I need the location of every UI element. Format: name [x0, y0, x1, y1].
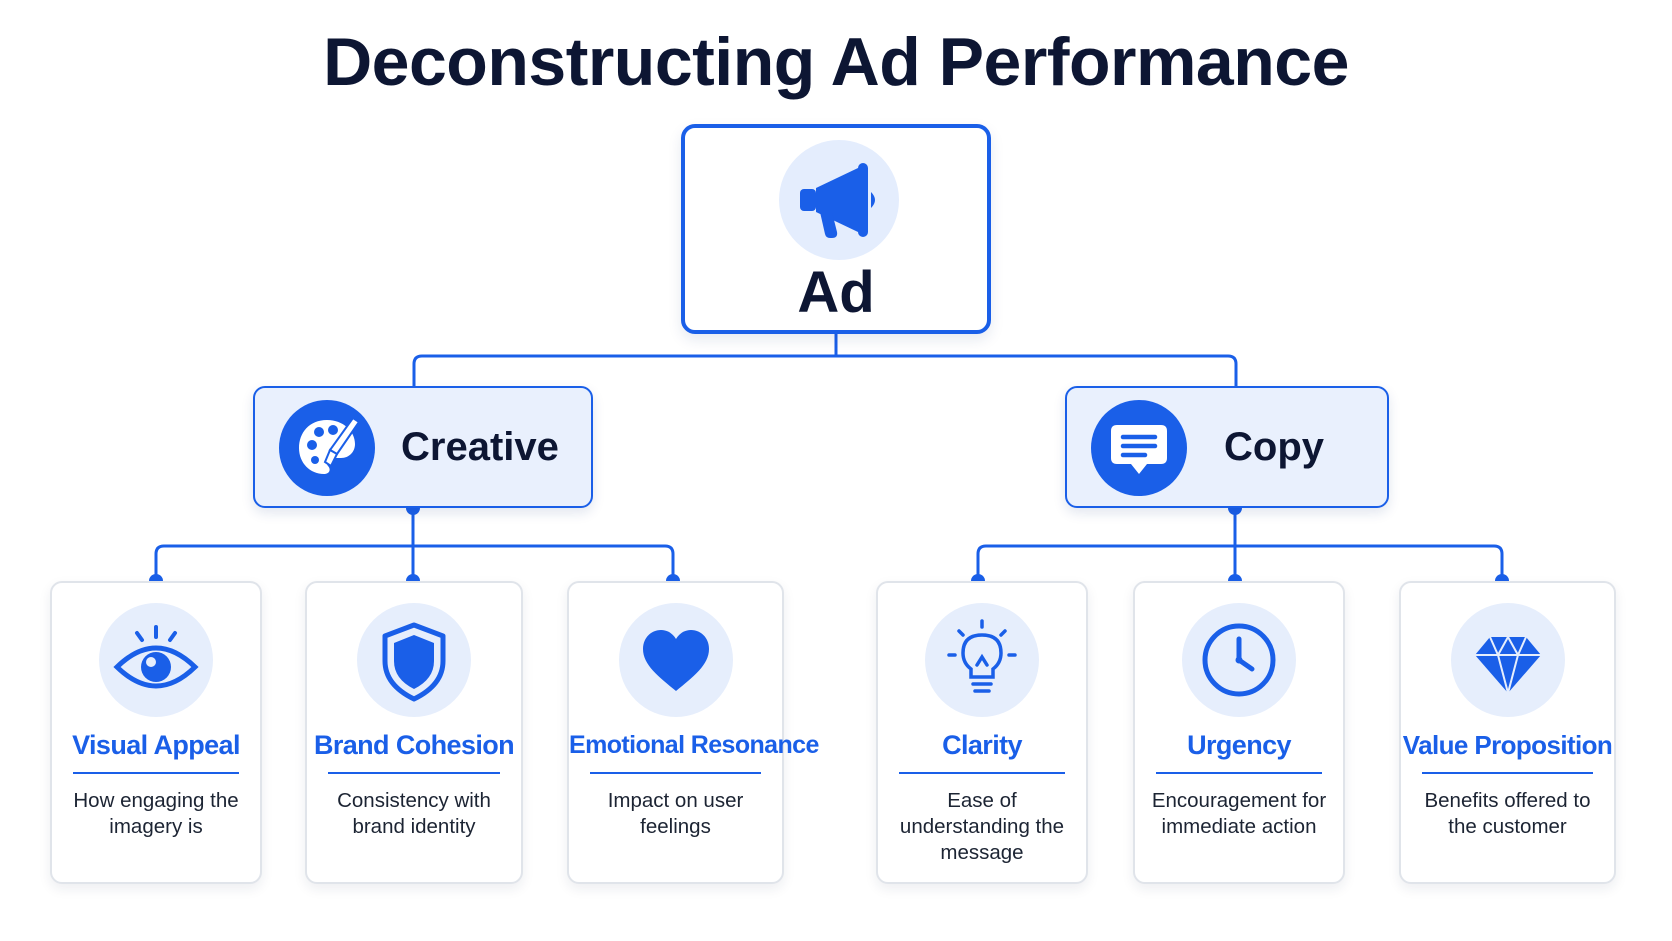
card-title: Brand Cohesion — [313, 730, 515, 760]
diamond-icon — [1450, 603, 1565, 717]
card-title: Value Proposition — [1402, 730, 1613, 760]
chat-bubble-icon — [1091, 400, 1187, 496]
branch-creative: Creative — [253, 386, 593, 508]
eye-icon — [99, 603, 213, 717]
card-urgency: Urgency Encouragement for immediate acti… — [1133, 581, 1345, 884]
divider — [73, 772, 239, 774]
branch-copy: Copy — [1065, 386, 1389, 508]
card-visual-appeal: Visual Appeal How engaging the imagery i… — [50, 581, 262, 884]
page-title: Deconstructing Ad Performance — [323, 24, 1349, 100]
card-description: Benefits offered to the customer — [1424, 789, 1591, 838]
card-description: Encouragement for immediate action — [1151, 789, 1327, 838]
clock-icon — [1182, 603, 1296, 717]
card-clarity: Clarity Ease of understanding the messag… — [876, 581, 1088, 884]
card-description: Ease of understanding the message — [899, 789, 1065, 864]
card-brand-cohesion: Brand Cohesion Consistency with brand id… — [305, 581, 523, 884]
palette-icon — [279, 400, 375, 496]
card-title: Clarity — [942, 730, 1022, 760]
branch-label-creative: Creative — [401, 425, 559, 469]
card-title: Urgency — [1187, 730, 1291, 760]
divider — [899, 772, 1065, 774]
lightbulb-icon — [925, 603, 1039, 717]
branch-label-copy: Copy — [1224, 425, 1324, 469]
card-description: Impact on user feelings — [607, 789, 744, 838]
divider — [1422, 772, 1593, 774]
card-title: Visual Appeal — [72, 730, 240, 760]
heart-icon — [618, 603, 733, 717]
divider — [590, 772, 761, 774]
divider — [1156, 772, 1322, 774]
card-emotional-resonance: Emotional Resonance Impact on user feeli… — [567, 581, 819, 884]
megaphone-icon — [779, 140, 899, 260]
root-label: Ad — [797, 260, 875, 325]
card-value-proposition: Value Proposition Benefits offered to th… — [1399, 581, 1616, 884]
shield-icon — [357, 603, 471, 717]
card-description: Consistency with brand identity — [337, 789, 491, 838]
root-node-ad: Ad — [681, 124, 991, 334]
divider — [328, 772, 500, 774]
card-title: Emotional Resonance — [569, 731, 819, 759]
card-description: How engaging the imagery is — [73, 789, 239, 838]
